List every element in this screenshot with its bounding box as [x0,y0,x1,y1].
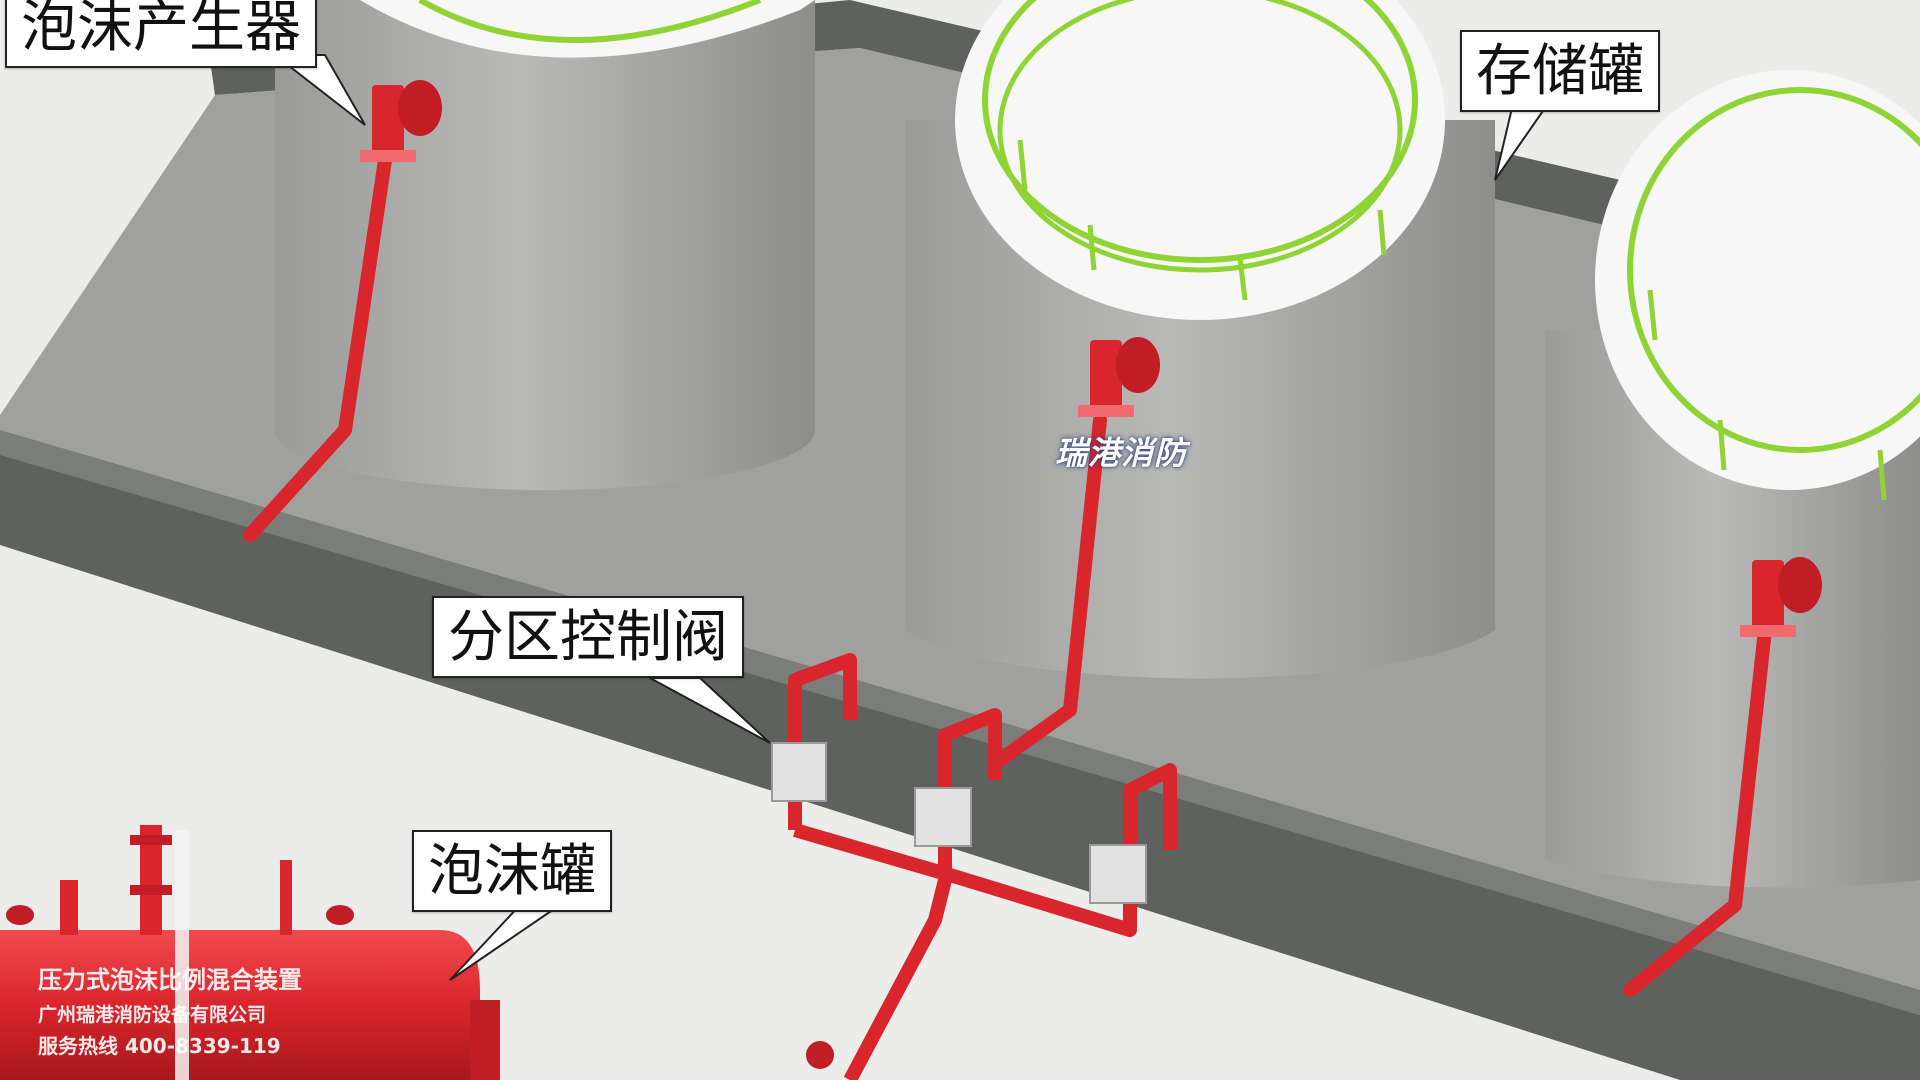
foam-generator-left [360,80,442,162]
tank-right-railing [1627,87,1920,453]
zone-valve-1 [771,742,827,802]
pointer-zone-valve [649,677,771,744]
label-foam-generator: 泡沫产生器 [5,0,317,68]
callout-pointers [272,54,1547,981]
label-zone-control-valve: 分区控制阀 [432,596,744,678]
storage-tank-left [275,0,815,490]
label-storage-tank: 存储罐 [1460,30,1660,112]
foam-tank [0,825,834,1080]
zone-valve-3 [1089,844,1147,904]
zone-valve-2 [914,787,972,847]
foam-generator-right [1740,557,1822,637]
foam-tank-print-line1: 压力式泡沫比例混合装置 [38,966,302,994]
storage-tank-right [1545,70,1920,888]
foam-tank-print-line3: 服务热线 400-8339-119 [38,1034,281,1058]
storage-tank-center [905,0,1495,679]
riser-right [1623,623,1772,997]
brand-watermark: 瑞港消防 [1055,434,1188,472]
riser-left [243,153,392,542]
tank-center-railing-bottom [997,0,1403,273]
foam-tank-print-line2: 广州瑞港消防设备有限公司 [38,1004,267,1026]
riser-center [993,413,1107,767]
tank-center-railing-top [982,0,1418,263]
label-foam-tank: 泡沫罐 [412,830,612,912]
riser-pipes [243,153,1772,997]
tank-left-railing [418,0,762,43]
foam-generator-center [1078,337,1160,417]
